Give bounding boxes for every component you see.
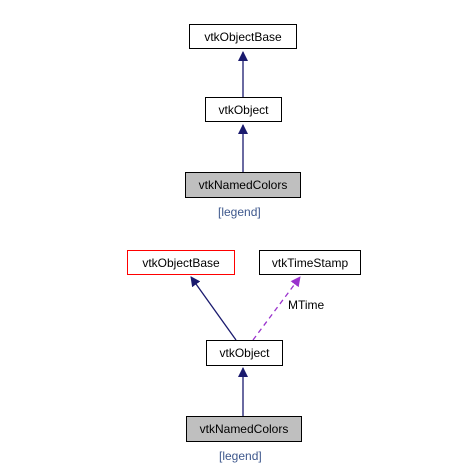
- legend-link[interactable]: [legend]: [218, 205, 261, 219]
- edge-label-mtime: MTime: [288, 298, 325, 312]
- node-vtkobjectbase[interactable]: vtkObjectBase: [189, 24, 297, 49]
- node-vtkobject[interactable]: vtkObject: [205, 97, 282, 122]
- legend-link-collab[interactable]: [legend]: [219, 449, 262, 463]
- node-vtknamedcolors-current: vtkNamedColors: [185, 172, 301, 198]
- edge-object-to-timestamp-mtime: [252, 276, 301, 341]
- node-vtkobject-collab[interactable]: vtkObject: [206, 340, 283, 366]
- node-vtktimestamp[interactable]: vtkTimeStamp: [259, 250, 361, 275]
- node-vtknamedcolors-collab-current: vtkNamedColors: [186, 416, 302, 442]
- node-vtkobjectbase-collab[interactable]: vtkObjectBase: [127, 250, 235, 275]
- edge-object-to-base-collab: [190, 276, 237, 341]
